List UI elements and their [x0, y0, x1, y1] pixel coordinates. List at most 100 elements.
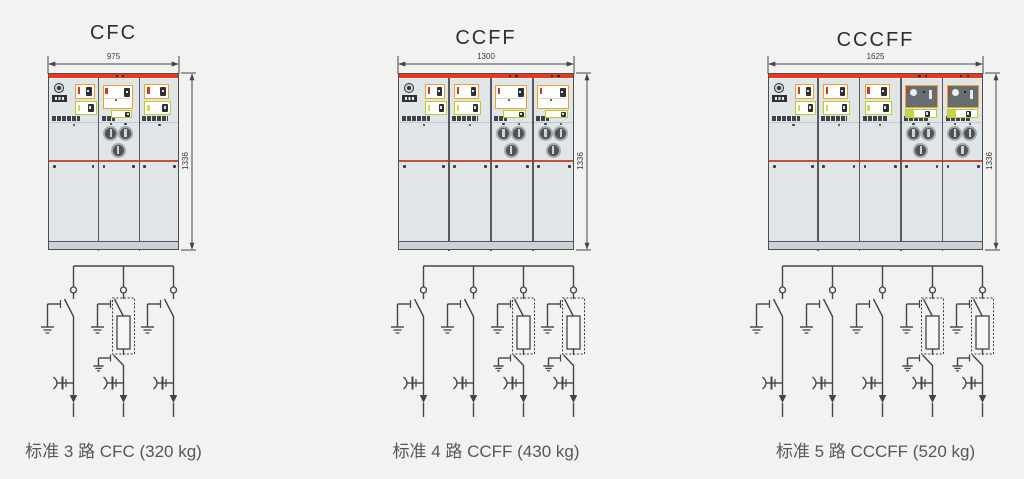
- cabinet-base-strip: [399, 241, 573, 249]
- feeder-circuit-c: [441, 266, 478, 417]
- screw-dot: [550, 99, 553, 102]
- screw-dot: [109, 122, 113, 125]
- cabinet-base-strip: [49, 241, 178, 249]
- fuse-compartment-window: [537, 85, 569, 109]
- screw-dot: [946, 165, 949, 168]
- vent-grille: [821, 116, 847, 121]
- handle-dot: [87, 90, 90, 93]
- switch-indicator-window: [864, 84, 890, 99]
- red-indicator-tick: [539, 87, 543, 94]
- screw-dot: [968, 122, 972, 125]
- section-divider-line: [49, 121, 178, 123]
- gauge-needle: [406, 85, 411, 90]
- nameplate-text-marks: [404, 97, 414, 100]
- switch-handle: [518, 87, 524, 97]
- pressure-gauge-icon: [404, 83, 414, 93]
- red-separator-line: [49, 160, 178, 162]
- knob-slot: [124, 129, 127, 137]
- red-indicator-tick: [77, 87, 81, 94]
- screw-dot: [495, 165, 498, 168]
- screw-dot: [502, 122, 505, 125]
- height-dimension-label-cccff: 1336: [985, 152, 994, 170]
- cabinet-front-view-cccff: [768, 73, 983, 251]
- screw-dot: [953, 122, 957, 125]
- earthing-indicator-window: [864, 101, 892, 115]
- screw-dot: [964, 91, 967, 94]
- busbar-compartment-stripe: [399, 74, 573, 79]
- width-dimension-label-cccff: 1625: [866, 52, 885, 61]
- operating-knob: [553, 125, 569, 141]
- green-indicator-tick: [867, 104, 870, 111]
- earthing-indicator-window: [454, 101, 481, 115]
- handle-dot: [561, 91, 564, 94]
- knob-slot: [502, 129, 505, 137]
- switch-handle: [561, 111, 566, 117]
- cabinet-front-view-cfc: [48, 73, 179, 251]
- screw-dot: [53, 165, 56, 168]
- viewport-circle: [951, 89, 959, 96]
- switch-handle: [966, 110, 971, 117]
- switch-handle: [883, 103, 889, 112]
- switch-handle: [438, 103, 444, 112]
- operating-knob: [954, 142, 970, 158]
- cabinet-front-view-ccff: [398, 73, 574, 251]
- handle-dot: [125, 91, 128, 94]
- screw-dot: [852, 165, 855, 168]
- screw-dot: [568, 165, 571, 168]
- vent-grille: [945, 116, 970, 121]
- red-indicator-tick: [948, 87, 951, 93]
- pressure-gauge-icon: [774, 83, 784, 93]
- switch-handle: [560, 87, 566, 97]
- screw-dot: [515, 74, 518, 77]
- operating-knob: [545, 142, 561, 158]
- switch-handle: [805, 86, 811, 96]
- handle-dot: [806, 90, 809, 93]
- cabinet-base-strip: [769, 241, 982, 249]
- feeder-circuit-f: [91, 266, 135, 417]
- nameplate: [52, 95, 67, 102]
- feeder-circuit-f: [541, 266, 585, 417]
- feeder-circuit-c: [850, 266, 887, 417]
- switch-handle: [881, 86, 887, 96]
- nameplate: [772, 95, 787, 102]
- screw-dot: [557, 74, 560, 77]
- panel-divider: [448, 78, 450, 251]
- fuse-compartment-window: [495, 85, 527, 109]
- knob-slot: [968, 129, 972, 137]
- screw-dot: [484, 165, 487, 168]
- red-separator-line: [769, 160, 982, 162]
- knob-slot: [961, 146, 964, 154]
- red-indicator-tick: [906, 87, 909, 93]
- screw-dot: [132, 165, 135, 168]
- single-line-diagram-CCCFF: [750, 265, 994, 417]
- screw-dot: [792, 123, 795, 126]
- earthing-indicator-window: [110, 109, 133, 118]
- switch-handle: [88, 103, 94, 112]
- vent-grille: [402, 116, 430, 121]
- operating-knob: [920, 125, 936, 141]
- operating-knob: [503, 142, 519, 158]
- screw-dot: [122, 74, 125, 77]
- operating-knob: [110, 142, 126, 158]
- screw-dot: [935, 165, 938, 168]
- handle-dot: [519, 91, 522, 94]
- switch-handle: [924, 110, 930, 117]
- panel-divider: [138, 78, 141, 251]
- fuse-compartment-window: [905, 85, 938, 108]
- red-indicator-tick: [825, 87, 829, 94]
- screw-dot: [894, 165, 897, 168]
- screw-dot: [143, 165, 146, 168]
- screw-dot: [977, 165, 980, 168]
- panel-divider: [941, 78, 944, 251]
- screw-dot: [811, 165, 814, 168]
- screw-dot: [905, 165, 908, 168]
- earthing-indicator-window: [823, 101, 850, 115]
- vent-grille: [452, 116, 479, 121]
- fuse-compartment-window: [946, 85, 979, 108]
- cabinet-title-cccff: CCCFF: [836, 29, 915, 51]
- switch-indicator-window: [454, 84, 479, 99]
- inner-shelf-line: [539, 97, 566, 99]
- panel-divider: [900, 78, 902, 251]
- handle-dot: [842, 106, 845, 109]
